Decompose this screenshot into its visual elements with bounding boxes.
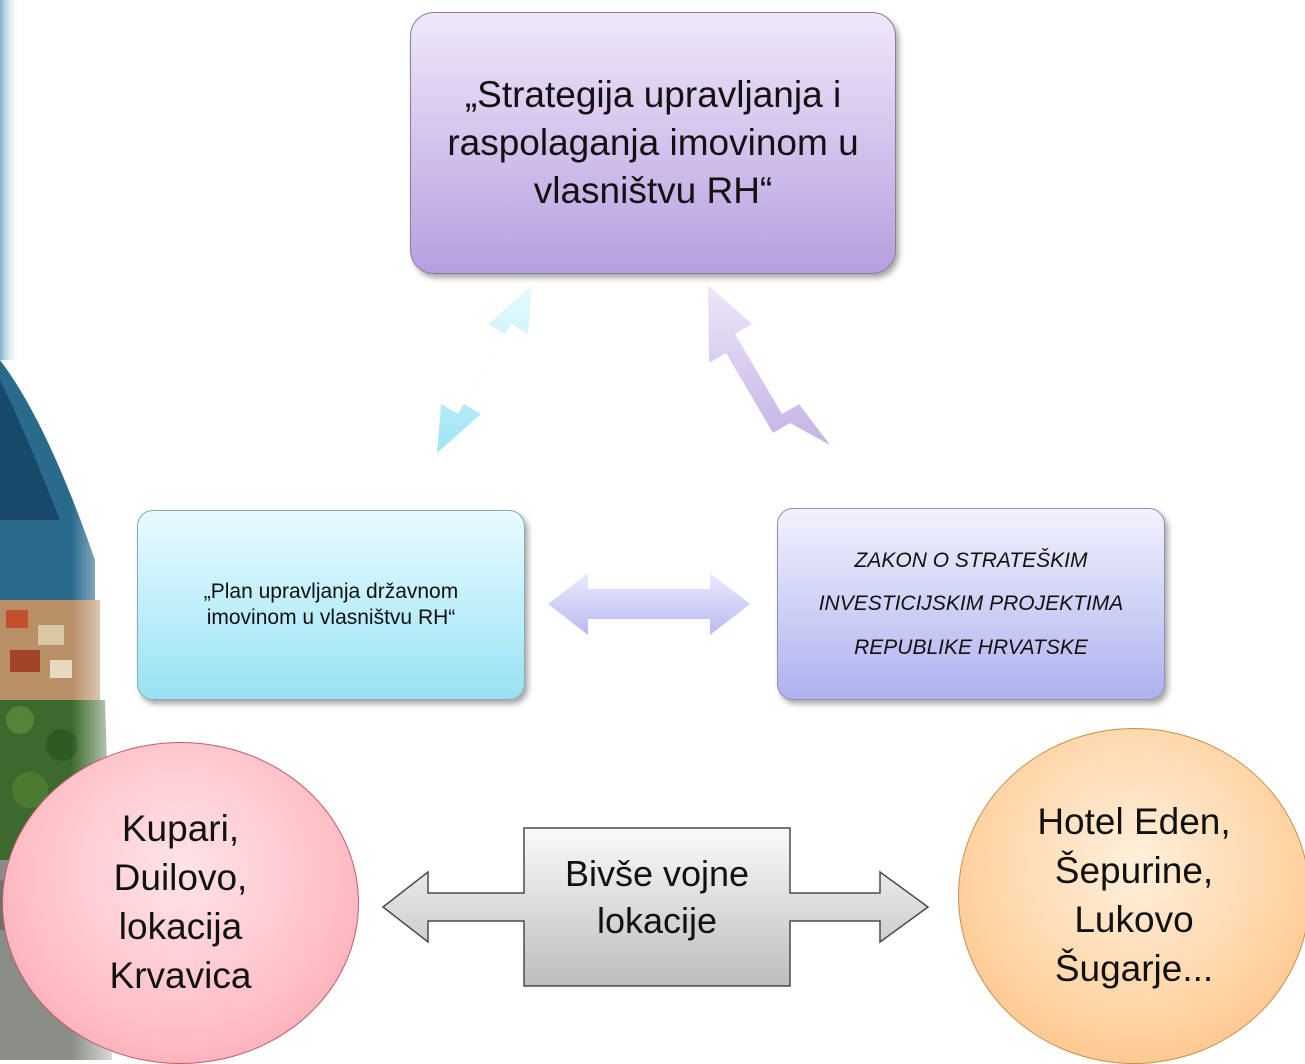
strategy-box: „Strategija upravljanja i raspolaganja i… [410,12,896,274]
double-arrow-horizontal [548,573,750,635]
plan-text: „Plan upravljanja državnom imovinom u vl… [203,579,459,629]
law-box: ZAKON O STRATEŠKIM INVESTICIJSKIM PROJEK… [777,508,1165,700]
law-text: ZAKON O STRATEŠKIM INVESTICIJSKIM PROJEK… [818,549,1124,659]
double-arrow-left-diagonal [437,285,532,453]
military-sites-label: Bivše vojne lokacije [524,828,790,968]
strategy-text: „Strategija upravljanja i raspolaganja i… [447,73,859,212]
double-arrow-right-diagonal [708,285,830,445]
locations-circle-right: Hotel Eden, Šepurine, Lukovo Šugarje... [958,728,1305,1064]
plan-box: „Plan upravljanja državnom imovinom u vl… [137,510,525,700]
locations-right-text: Hotel Eden, Šepurine, Lukovo Šugarje... [1037,801,1231,989]
locations-left-text: Kupari, Duilovo, lokacija Krvavica [109,808,252,996]
military-sites-text: Bivše vojne lokacije [564,853,750,941]
double-arrow-military-sites [381,827,930,987]
locations-circle-left: Kupari, Duilovo, lokacija Krvavica [2,742,359,1064]
